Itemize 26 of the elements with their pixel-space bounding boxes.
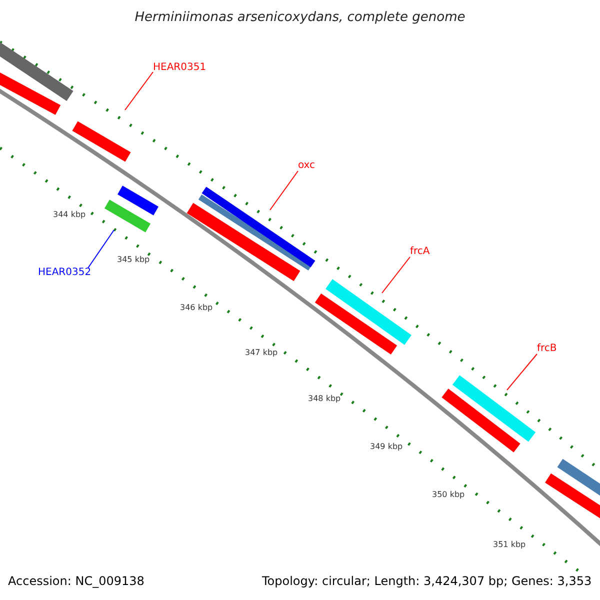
leader-line	[88, 230, 114, 268]
gene-label: oxc	[298, 160, 316, 172]
tick-label: 344 kbp	[53, 209, 86, 221]
tick-label: 345 kbp	[117, 254, 150, 266]
tick-label: 350 kbp	[432, 489, 465, 501]
title: Herminiimonas arsenicoxydans, complete genome	[134, 10, 466, 26]
gene-label: HEAR0352	[38, 267, 92, 279]
gene-bar	[202, 186, 316, 268]
gene-label: frcB	[537, 343, 557, 355]
gene-label: HEAR0351	[153, 62, 206, 74]
gene-bar	[72, 121, 131, 162]
footer-text: Topology: circular; Length: 3,424,307 bp; Genes: 3,353	[262, 575, 592, 587]
tick-label: 351 kbp	[493, 539, 526, 551]
tick-label: 348 kbp	[308, 393, 341, 405]
tick-label: 346 kbp	[180, 302, 213, 314]
tick-label: 349 kbp	[370, 441, 403, 453]
gene-bar	[104, 200, 151, 232]
leader-line	[270, 170, 298, 210]
tick-label: 347 kbp	[245, 347, 278, 359]
leader-line	[124, 72, 154, 110]
gene-bar	[452, 375, 536, 442]
gene-bar	[326, 279, 412, 345]
leader-line	[506, 354, 538, 390]
leader-line	[382, 256, 410, 294]
gene-label: frcA	[410, 246, 430, 258]
footer-text: Accession: NC_009138	[8, 575, 144, 587]
